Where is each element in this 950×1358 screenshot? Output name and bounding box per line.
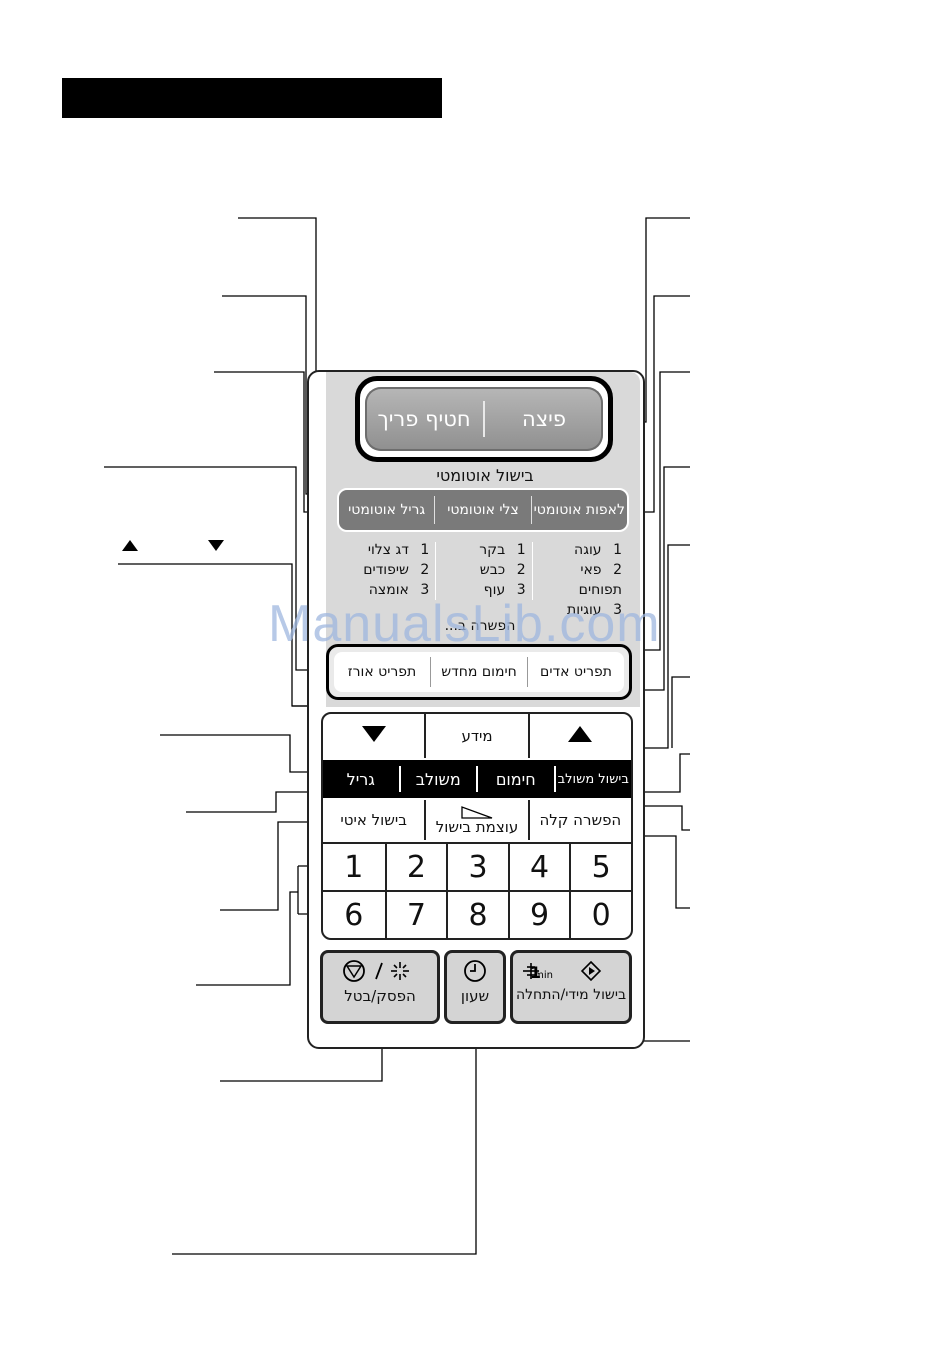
plus-one-min-start-icon: 1 min: [513, 959, 629, 985]
menu-column-roast: 1 בקר 2 כבש 3 עוף: [479, 542, 526, 598]
digit-9-button[interactable]: 9: [507, 890, 570, 938]
up-arrow-button[interactable]: [530, 726, 631, 746]
digit-3-button[interactable]: 3: [446, 842, 508, 890]
pizza-button[interactable]: פיצה: [522, 407, 566, 431]
leader-clock: [172, 1016, 477, 1255]
combi-cook-button[interactable]: בישול משולב: [557, 771, 629, 787]
info-button[interactable]: מידע: [461, 727, 493, 745]
rice-menu-button[interactable]: תפריט אורז: [347, 664, 417, 680]
digit-0-button[interactable]: 0: [569, 890, 631, 938]
steam-reheat-rice-group: תפריט אדים חימום מחדש תפריט אורז: [334, 652, 624, 692]
digit-4-button[interactable]: 4: [507, 842, 570, 890]
svg-text:min: min: [534, 970, 553, 981]
digit-8-button[interactable]: 8: [446, 890, 508, 938]
steam-menu-button[interactable]: תפריט אדים: [540, 664, 612, 680]
digit-7-button[interactable]: 7: [384, 890, 447, 938]
combi-button[interactable]: משולב: [415, 769, 461, 789]
mode-row: בישול משולב חימום משולב גריל: [323, 760, 631, 798]
triangle-up-icon: [122, 540, 138, 551]
auto-menu-table: 1 עוגה 2 פאי תפוחים 3 עוגיות 1 בקר 2 כבש…: [340, 540, 628, 618]
digit-5-button[interactable]: 5: [569, 842, 631, 890]
clock-icon: [447, 959, 503, 985]
triangle-down-icon: [361, 726, 386, 742]
leader-digits: [196, 891, 298, 986]
number-pad: 1 2 3 4 5 6 7 8 9 0: [323, 842, 631, 938]
auto-bake-button[interactable]: לאפות אוטומטי: [533, 502, 625, 518]
defrost-label: הפשרה ב...: [444, 618, 516, 634]
start-button[interactable]: 1 min בישול מידי/התחלה: [510, 950, 632, 1024]
section-title-bar: [62, 78, 442, 118]
slow-cook-button[interactable]: בישול איטי: [340, 811, 407, 829]
triangle-up-icon: [568, 726, 593, 742]
menu-column-grill: 1 דג צלוי 2 שיפודים 3 אומצה: [363, 542, 430, 598]
leader-slow-cook: [220, 821, 322, 911]
auto-cook-label: בישול אוטומטי: [436, 466, 534, 485]
digit-1-button[interactable]: 1: [323, 842, 385, 890]
grill-button[interactable]: גריל: [346, 769, 375, 789]
watermark: ManualsLib.com: [268, 595, 661, 653]
auto-roast-button[interactable]: צלי אוטומטי: [447, 502, 519, 518]
quick-defrost-button[interactable]: הפשרה קלה: [539, 811, 622, 829]
crisp-snack-button[interactable]: חטיף פריך: [377, 407, 471, 431]
leader-grill: [160, 734, 330, 773]
svg-text:1: 1: [530, 963, 541, 982]
menu-column-bake: 1 עוגה 2 פאי תפוחים 3 עוגיות: [567, 542, 622, 618]
stop-cancel-button[interactable]: הפסק/בטל: [320, 950, 440, 1024]
keypad: מידע בישול משולב חימום משולב גריל הפשרה …: [321, 712, 633, 940]
warm-button[interactable]: חימום: [495, 769, 536, 789]
power-level-button[interactable]: עוצמת בישול: [426, 805, 527, 835]
info-row: מידע: [323, 714, 631, 758]
digit-2-button[interactable]: 2: [384, 842, 447, 890]
clock-button[interactable]: שעון: [444, 950, 506, 1024]
auto-cook-buttons: לאפות אוטומטי צלי אוטומטי גריל אוטומטי: [337, 488, 629, 532]
pizza-crisp-group: פיצה חטיף פריך: [365, 387, 603, 451]
digit-6-button[interactable]: 6: [323, 890, 385, 938]
options-row: הפשרה קלה עוצמת בישול בישול איטי: [323, 800, 631, 840]
down-arrow-button[interactable]: [323, 726, 424, 746]
stop-eco-icon: [323, 959, 437, 985]
power-ramp-icon: [461, 806, 493, 819]
reheat-button[interactable]: חימום מחדש: [441, 664, 517, 680]
triangle-down-icon: [208, 540, 224, 551]
auto-grill-button[interactable]: גריל אוטומטי: [348, 502, 426, 518]
